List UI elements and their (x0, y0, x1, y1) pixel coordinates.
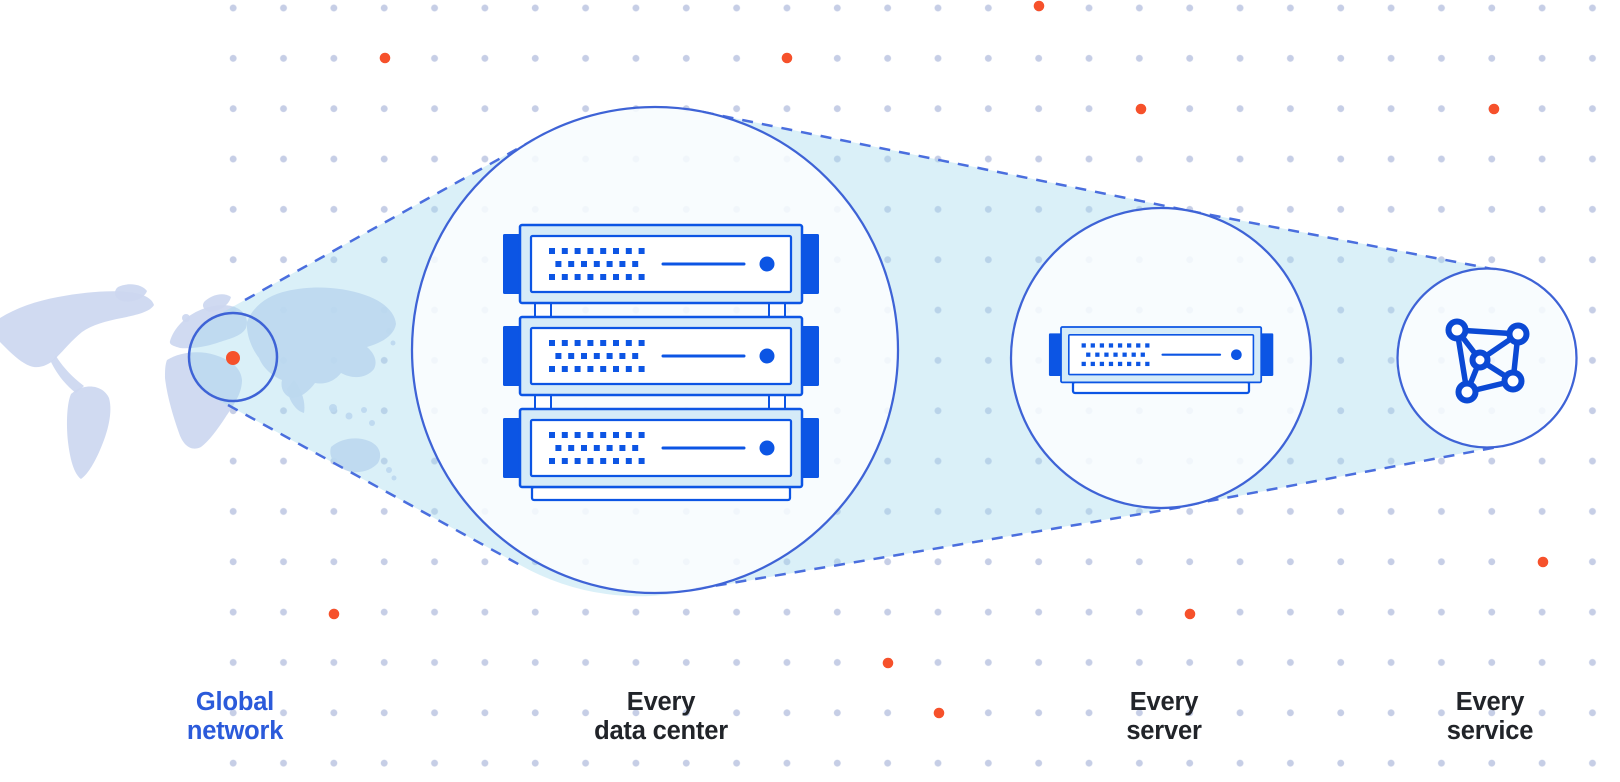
mesh-node (1455, 380, 1479, 404)
accent-dot (1033, 0, 1045, 12)
world-map (0, 284, 397, 481)
mesh-node-center (1469, 349, 1491, 371)
accent-dot (1537, 556, 1549, 568)
server-unit-icon (503, 409, 819, 487)
island-greenland (114, 284, 147, 302)
accent-dot (328, 608, 340, 620)
dash-upper-3 (1189, 209, 1504, 273)
dash-lower-2 (695, 504, 1189, 591)
map-location-dot (226, 351, 240, 365)
label-global-network: Global network (186, 688, 284, 745)
continent-central-america (51, 356, 84, 393)
island-sea-3 (361, 407, 367, 413)
continent-australia (330, 438, 381, 473)
single-server (1049, 327, 1273, 395)
continent-africa (165, 352, 242, 449)
accent-dot (379, 52, 391, 64)
mesh-node (1501, 369, 1525, 393)
island-japan-2 (390, 340, 396, 346)
accent-dot (933, 707, 945, 719)
server-unit-icon (503, 225, 819, 303)
continent-europe (169, 305, 247, 349)
accent-dot (882, 657, 894, 669)
continent-north-america (0, 291, 154, 368)
mesh-network-icon (1445, 318, 1530, 404)
dash-upper-2 (702, 110, 1191, 213)
dash-upper-1 (244, 136, 538, 302)
server-unit-icon (503, 317, 819, 395)
accent-dot (1184, 608, 1196, 620)
dash-lower-1 (227, 403, 521, 567)
server-unit-icon (1049, 327, 1273, 382)
accent-dot (1135, 103, 1147, 115)
island-nz-1 (386, 467, 392, 473)
region-india (287, 380, 305, 413)
island-sea-1 (329, 404, 337, 412)
mesh-node (1506, 322, 1530, 346)
island-sea-2 (345, 412, 353, 420)
rack-base (530, 485, 792, 502)
server-rack (503, 225, 819, 502)
region-scandinavia (202, 294, 231, 312)
label-every-service: Every service (1446, 688, 1534, 745)
continent-asia (246, 287, 396, 398)
accent-dot (781, 52, 793, 64)
mesh-node (1445, 318, 1469, 342)
server-base (1071, 380, 1251, 395)
label-every-data-center: Every data center (594, 688, 728, 745)
label-every-server: Every server (1126, 688, 1202, 745)
globe-highlight-circle (187, 311, 279, 403)
island-uk (182, 314, 190, 322)
island-sea-4 (369, 420, 375, 426)
accent-dots (328, 0, 1549, 719)
zoom-dashed-lines (227, 110, 1504, 591)
dash-lower-3 (1187, 444, 1504, 507)
accent-dot (1488, 103, 1500, 115)
island-nz-2 (391, 475, 397, 481)
continent-south-america (67, 386, 111, 479)
island-japan-1 (386, 328, 392, 334)
